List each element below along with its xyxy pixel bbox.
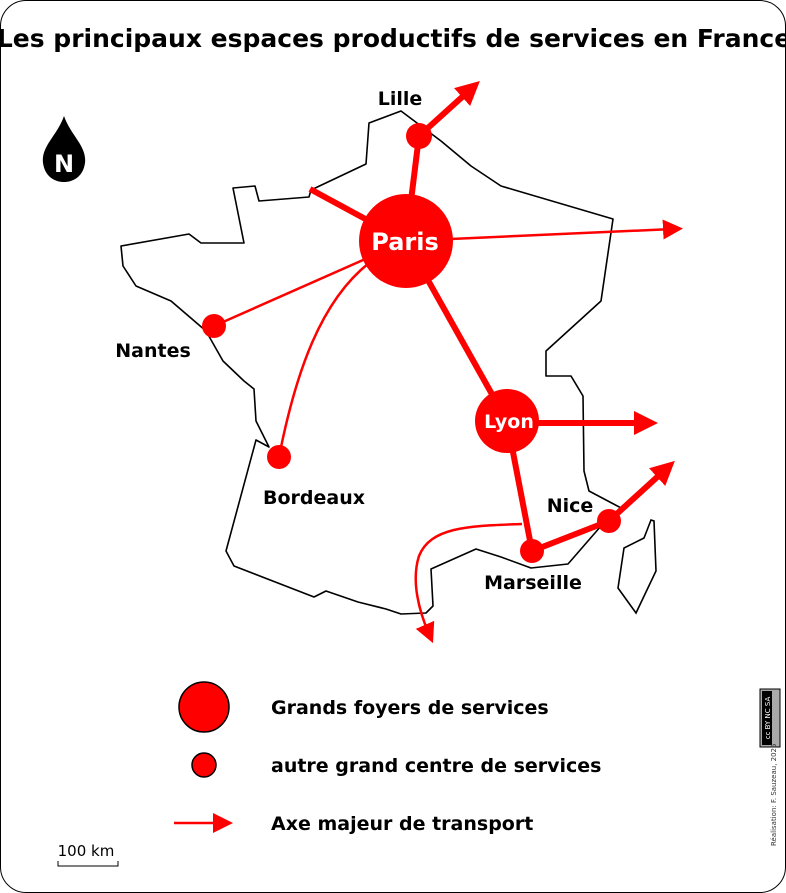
svg-text:100 km: 100 km xyxy=(58,842,115,860)
legend-other-label: autre grand centre de services xyxy=(271,755,602,777)
france-outline xyxy=(120,110,624,615)
license-badge: cc BY NC SA xyxy=(759,688,781,748)
city-lyon[interactable]: Lyon xyxy=(475,389,539,453)
label-marseille: Marseille xyxy=(484,572,582,594)
legend-major-label: Grands foyers de services xyxy=(271,697,549,719)
svg-text:N: N xyxy=(54,150,74,178)
city-paris[interactable]: Paris xyxy=(359,194,453,288)
label-nice: Nice xyxy=(547,495,594,517)
north-arrow-icon: N xyxy=(42,116,86,182)
scale-bar: 100 km xyxy=(57,842,119,867)
city-lille-marker[interactable] xyxy=(406,123,432,149)
legend: Grands foyers de services autre grand ce… xyxy=(174,681,602,835)
transport-network xyxy=(213,80,683,644)
credit-text: Réalisation: F. Sauzeau, 2025 xyxy=(770,744,778,846)
legend-axis-label: Axe majeur de transport xyxy=(271,813,533,835)
svg-text:Lyon: Lyon xyxy=(484,411,534,433)
svg-text:Paris: Paris xyxy=(371,228,439,256)
corsica-outline xyxy=(617,519,657,615)
label-bordeaux: Bordeaux xyxy=(263,487,365,509)
svg-text:cc BY NC SA: cc BY NC SA xyxy=(764,697,772,740)
label-nantes: Nantes xyxy=(115,340,191,362)
label-lille: Lille xyxy=(378,88,423,110)
map-title: Les principaux espaces productifs de ser… xyxy=(1,24,786,53)
city-marseille-marker[interactable] xyxy=(520,539,544,563)
city-nantes-marker[interactable] xyxy=(202,314,226,338)
legend-other-symbol xyxy=(191,752,217,778)
city-nice-marker[interactable] xyxy=(597,509,621,533)
legend-major-symbol xyxy=(178,681,230,733)
city-bordeaux-marker[interactable] xyxy=(267,445,291,469)
